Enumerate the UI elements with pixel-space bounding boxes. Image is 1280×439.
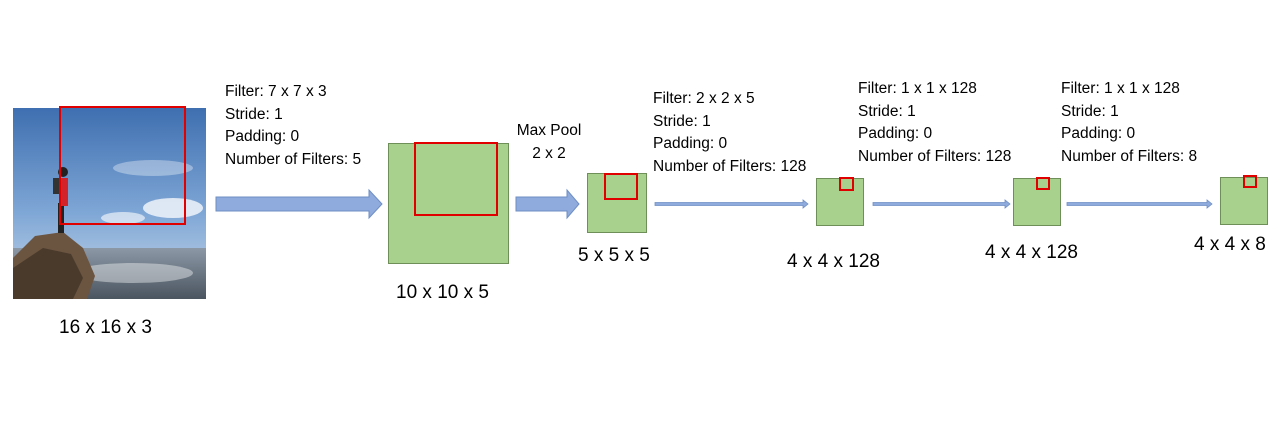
conv2-filters-text: Number of Filters: 128 xyxy=(653,157,807,175)
conv4-filter-text: Filter: 1 x 1 x 128 xyxy=(1061,80,1180,97)
arrow-1 xyxy=(215,188,383,220)
input-image-graphic xyxy=(13,108,206,299)
conv1-stride-text: Stride: 1 xyxy=(225,105,283,123)
conv1-params: Filter: 7 x 7 x 3 Stride: 1 Padding: 0 N… xyxy=(225,81,361,171)
conv2-padding-text: Padding: 0 xyxy=(653,135,728,152)
arrow-2 xyxy=(515,188,580,220)
conv3-filter-window xyxy=(839,177,854,191)
conv4-padding-text: Padding: 0 xyxy=(1061,125,1136,142)
conv1-output-label: 10 x 10 x 5 xyxy=(396,282,489,303)
conv1-filters-text: Number of Filters: 5 xyxy=(225,150,362,168)
pool-params: Max Pool 2 x 2 xyxy=(513,120,585,165)
pool-output-label: 5 x 5 x 5 xyxy=(578,245,650,266)
input-image xyxy=(13,108,206,299)
conv2-output-label: 4 x 4 x 128 xyxy=(787,251,880,272)
pool-line2: 2 x 2 xyxy=(532,144,566,162)
input-size-label: 16 x 16 x 3 xyxy=(59,317,152,338)
conv3-filter-text: Filter: 1 x 1 x 128 xyxy=(858,80,977,97)
conv2-filter-text: Filter: 2 x 2 x 5 xyxy=(653,90,755,107)
conv2-filter-window xyxy=(604,173,638,200)
conv4-filters-text: Number of Filters: 8 xyxy=(1061,147,1198,165)
conv4-filter-window xyxy=(1036,177,1050,190)
arrow-5 xyxy=(1066,199,1213,209)
conv3-output-label: 4 x 4 x 128 xyxy=(985,242,1078,263)
pool-window xyxy=(414,142,498,216)
conv2-stride-text: Stride: 1 xyxy=(653,112,711,130)
conv1-filter-window xyxy=(59,106,186,225)
conv3-padding-text: Padding: 0 xyxy=(858,125,933,142)
conv4-output-marker xyxy=(1243,175,1257,188)
conv3-params: Filter: 1 x 1 x 128 Stride: 1 Padding: 0… xyxy=(858,78,1011,168)
arrow-4 xyxy=(872,199,1011,209)
conv1-padding-text: Padding: 0 xyxy=(225,128,300,145)
conv3-filters-text: Number of Filters: 128 xyxy=(858,147,1012,165)
conv4-stride-text: Stride: 1 xyxy=(1061,102,1119,120)
conv2-params: Filter: 2 x 2 x 5 Stride: 1 Padding: 0 N… xyxy=(653,88,806,178)
arrow-3 xyxy=(654,199,809,209)
conv3-stride-text: Stride: 1 xyxy=(858,102,916,120)
conv1-filter-text: Filter: 7 x 7 x 3 xyxy=(225,83,327,100)
conv4-output-label: 4 x 4 x 8 xyxy=(1194,234,1266,255)
pool-line1: Max Pool xyxy=(516,122,582,139)
conv4-params: Filter: 1 x 1 x 128 Stride: 1 Padding: 0… xyxy=(1061,78,1197,168)
